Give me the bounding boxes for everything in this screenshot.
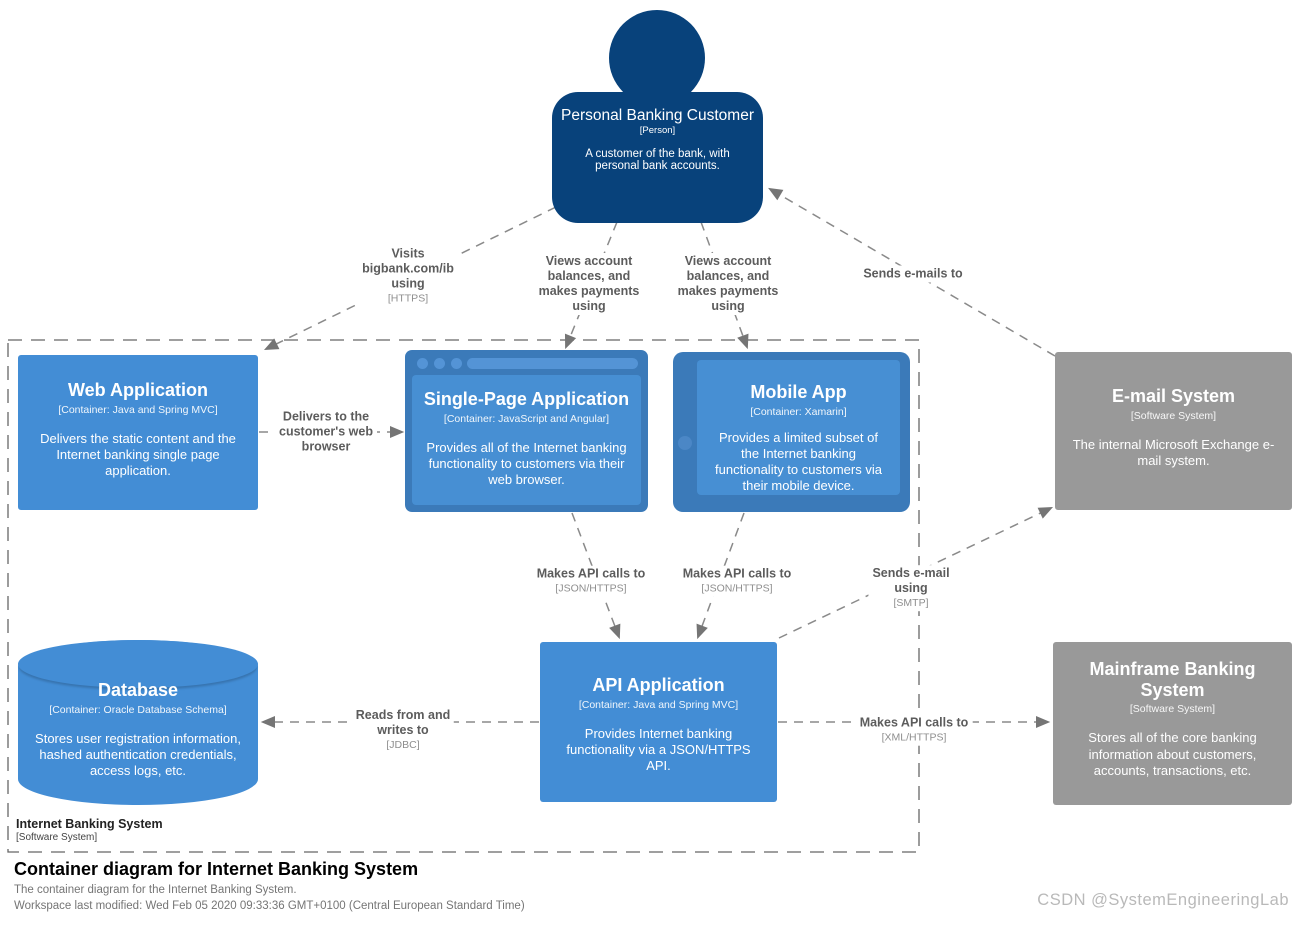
edge-label-api-calls-spa: Makes API calls to [JSON/HTTPS]: [532, 565, 650, 597]
node-mobile-app[interactable]: Mobile App [Container: Xamarin] Provides…: [673, 352, 910, 512]
node-description: Provides a limited subset of the Interne…: [715, 429, 882, 494]
node-description: A customer of the bank, with personal ba…: [585, 148, 730, 172]
node-web-application[interactable]: Web Application [Container: Java and Spr…: [18, 355, 258, 510]
cylinder-top-icon: [18, 640, 258, 688]
node-mainframe-banking-system[interactable]: Mainframe Banking System [Software Syste…: [1053, 642, 1292, 805]
browser-dot-icon: [451, 358, 462, 369]
browser-dot-icon: [417, 358, 428, 369]
edge-label-api-calls-mobile: Makes API calls to [JSON/HTTPS]: [678, 565, 796, 597]
edge-label-visits: Visits bigbank.com/ib using [HTTPS]: [358, 245, 458, 307]
node-email-system[interactable]: E-mail System [Software System] The inte…: [1055, 352, 1292, 510]
node-meta: [Software System]: [1129, 703, 1216, 716]
edge-label-views-spa: Views account balances, and makes paymen…: [534, 253, 644, 315]
node-single-page-application[interactable]: Single-Page Application [Container: Java…: [405, 350, 648, 512]
edge-label-sends-emails: Sends e-mails to: [859, 265, 967, 283]
boundary-label: Internet Banking System [Software System…: [16, 817, 163, 843]
watermark-text: CSDN @SystemEngineeringLab: [1037, 891, 1289, 909]
node-title: Single-Page Application: [423, 389, 630, 409]
node-meta: [Software System]: [1130, 409, 1217, 422]
node-meta: [Person]: [639, 125, 676, 136]
browser-dot-icon: [434, 358, 445, 369]
workspace-modified-text: Workspace last modified: Wed Feb 05 2020…: [14, 900, 525, 912]
node-description: Stores user registration information, ha…: [35, 730, 241, 779]
node-description: Stores all of the core banking informati…: [1088, 730, 1257, 778]
node-meta: [Container: Java and Spring MVC]: [58, 403, 218, 416]
person-body: Personal Banking Customer [Person] A cus…: [552, 92, 763, 223]
node-description: Provides Internet banking functionality …: [566, 725, 751, 774]
device-home-button-icon: [678, 436, 692, 450]
system-boundary-box: [7, 339, 920, 853]
node-title: Mobile App: [750, 382, 847, 402]
node-title: Mainframe Banking System: [1089, 659, 1256, 700]
node-meta: [Container: JavaScript and Angular]: [443, 412, 610, 425]
node-description: Provides all of the Internet banking fun…: [426, 439, 627, 488]
node-meta: [Container: Xamarin]: [750, 405, 847, 418]
person-head-icon: [609, 10, 705, 106]
edge-label-views-mobile: Views account balances, and makes paymen…: [673, 253, 783, 315]
node-title: Personal Banking Customer: [561, 107, 754, 124]
node-meta: [Container: Java and Spring MVC]: [578, 698, 739, 711]
node-database[interactable]: Database [Container: Oracle Database Sch…: [18, 640, 258, 805]
diagram-title: Container diagram for Internet Banking S…: [14, 859, 419, 879]
device-screen: Mobile App [Container: Xamarin] Provides…: [697, 360, 900, 495]
edge-label-delivers: Delivers to the customer's web browser: [275, 408, 377, 456]
browser-screen: Single-Page Application [Container: Java…: [412, 375, 641, 505]
node-title: Database: [97, 680, 179, 700]
edge-label-sends-email-smtp: Sends e-mail using [SMTP]: [868, 565, 954, 611]
node-title: API Application: [592, 675, 725, 695]
diagram-subtitle: The container diagram for the Internet B…: [14, 884, 297, 896]
node-description: The internal Microsoft Exchange e-mail s…: [1072, 436, 1275, 468]
node-api-application[interactable]: API Application [Container: Java and Spr…: [540, 642, 777, 802]
node-description: Delivers the static content and the Inte…: [40, 430, 236, 479]
browser-address-bar: [467, 358, 638, 369]
node-meta: [Container: Oracle Database Schema]: [49, 703, 227, 716]
edge-label-reads-writes: Reads from and writes to [JDBC]: [351, 707, 455, 753]
node-title: E-mail System: [1111, 386, 1236, 406]
node-title: Web Application: [67, 380, 208, 400]
edge-label-api-calls-mainframe: Makes API calls to [XML/HTTPS]: [855, 714, 973, 746]
